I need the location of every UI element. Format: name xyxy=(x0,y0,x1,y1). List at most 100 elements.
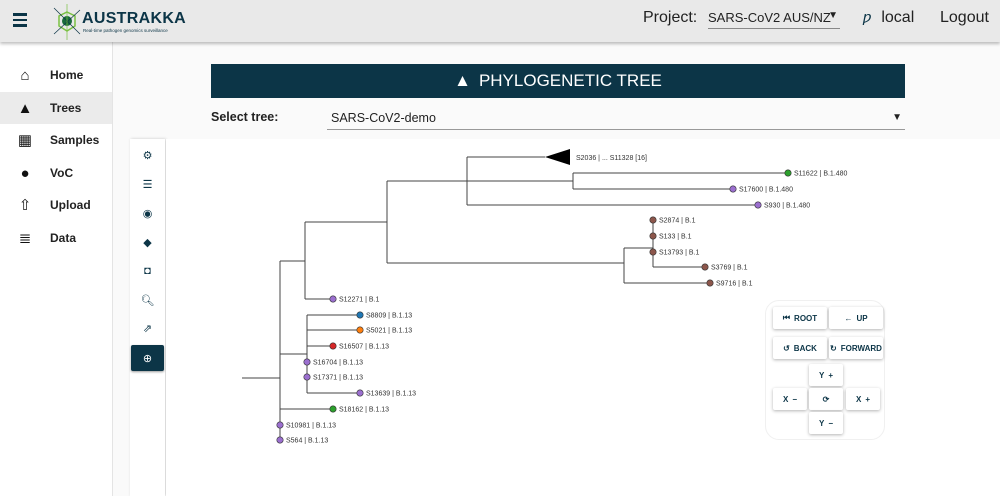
tree-toolbar: ⚙ ☰ ◉ ◆ ◘ 🔍︎ ⇗ ⊕ xyxy=(130,139,165,496)
nav-label: Samples xyxy=(50,133,100,147)
y-plus-button[interactable]: Y+ xyxy=(809,364,843,386)
project-label: Project: xyxy=(643,9,698,26)
root-label: ROOT xyxy=(794,313,818,323)
nav-label: Home xyxy=(50,68,84,82)
exclamation-icon: ● xyxy=(20,164,30,182)
leaf-label: S8809 | B.1.13 xyxy=(366,313,412,320)
up-label: UP xyxy=(856,313,868,323)
leaf-node xyxy=(329,295,337,303)
share-icon[interactable]: ◘ xyxy=(144,265,151,277)
page-title: ▲PHYLOGENETIC TREE xyxy=(211,64,905,98)
leaf-label: S16507 | B.1.13 xyxy=(339,344,389,351)
settings-icon[interactable]: ⚙ xyxy=(142,149,153,162)
forward-label: FORWARD xyxy=(840,343,882,353)
select-tree-label: Select tree: xyxy=(211,110,279,124)
sidebar-item-voc[interactable]: ● VoC xyxy=(0,157,112,189)
select-tree-value: SARS-CoV2-demo xyxy=(331,111,436,125)
collapsed-clade-triangle xyxy=(545,149,570,165)
sidebar: ⌂ Home ▲ Trees ▦ Samples ● VoC ⇧ Upload ≣ Data xyxy=(0,42,113,496)
project-select[interactable]: SARS-CoV2 AUS/NZ▼ xyxy=(708,8,840,29)
leaf-label: S5021 | B.1.13 xyxy=(366,328,412,335)
back-button[interactable]: ↺BACK xyxy=(773,337,827,359)
leaf-node xyxy=(701,263,709,271)
up-button[interactable]: ←UP xyxy=(829,307,883,329)
leaf-label: S133 | B.1 xyxy=(659,234,692,241)
leaf-label: S11622 | B.1.480 xyxy=(794,171,848,178)
logo-tagline: Real-time pathogen genomics surveillance xyxy=(83,28,168,33)
tree-icon: ▲ xyxy=(454,71,471,90)
reset-button[interactable]: ⟳ xyxy=(809,388,843,410)
leaf-node xyxy=(784,169,792,177)
logout-button[interactable]: Logout xyxy=(940,9,989,26)
leaf-node xyxy=(649,216,657,224)
x-minus-button[interactable]: X− xyxy=(773,388,807,410)
table-icon: ▦ xyxy=(17,132,33,149)
leaf-label: S17371 | B.1.13 xyxy=(313,375,363,382)
leaf-label: S3769 | B.1 xyxy=(711,265,748,272)
tree-icon: ▲ xyxy=(17,99,33,117)
leaf-node xyxy=(649,248,657,256)
austrakka-logo[interactable]: AUSTRAKKA Real-time pathogen genomics su… xyxy=(52,4,186,40)
leaf-label: S10981 | B.1.13 xyxy=(286,423,336,430)
sidebar-item-data[interactable]: ≣ Data xyxy=(0,222,112,254)
x-label: X xyxy=(855,394,862,404)
select-tree-dropdown[interactable]: SARS-CoV2-demo ▼ xyxy=(327,108,905,130)
leaf-node xyxy=(276,436,284,444)
collapsed-clade-label: S2036 | ... S11328 [16] xyxy=(576,155,647,162)
menu-icon[interactable] xyxy=(13,13,27,27)
dropdown-arrow-icon: ▼ xyxy=(892,112,902,123)
logo-text: AUSTRAKKA xyxy=(82,10,187,27)
leaf-node xyxy=(356,311,364,319)
nav-label: Trees xyxy=(50,101,82,115)
leaf-label: S13639 | B.1.13 xyxy=(366,391,416,398)
top-bar: AUSTRAKKA Real-time pathogen genomics su… xyxy=(0,0,1000,42)
phylogenetic-tree[interactable]: S2036 | ... S11328 [16] S11622 | B.1.480S… xyxy=(166,139,1000,496)
database-icon: ≣ xyxy=(18,230,32,247)
forward-button[interactable]: ↻FORWARD xyxy=(829,337,883,359)
tags-icon[interactable]: ◆ xyxy=(143,236,152,249)
leaf-node xyxy=(706,279,714,287)
leaf-node xyxy=(754,201,762,209)
sidebar-item-upload[interactable]: ⇧ Upload xyxy=(0,189,112,221)
leaf-node xyxy=(356,389,364,397)
zoom-icon[interactable]: ⊕ xyxy=(131,345,164,371)
leaf-label: S12271 | B.1 xyxy=(339,297,379,304)
upload-icon: ⇧ xyxy=(18,197,32,214)
sidebar-item-home[interactable]: ⌂ Home xyxy=(0,59,112,91)
root-button[interactable]: ⏮ROOT xyxy=(773,307,827,329)
sliders-icon[interactable]: ☰ xyxy=(142,178,153,191)
minus-icon: − xyxy=(828,418,833,428)
rewind-icon: ⏮ xyxy=(782,313,791,322)
leaf-node xyxy=(303,358,311,366)
y-label: Y xyxy=(818,370,825,380)
leaf-node xyxy=(329,342,337,350)
leaf-label: S18162 | B.1.13 xyxy=(339,407,389,414)
nav-label: Upload xyxy=(50,198,91,212)
back-label: BACK xyxy=(793,343,817,353)
minus-icon: − xyxy=(792,394,797,404)
leaf-label: S9716 | B.1 xyxy=(716,281,753,288)
arrow-left-icon: ← xyxy=(844,313,853,323)
home-icon: ⌂ xyxy=(20,66,30,84)
leaf-node xyxy=(356,326,364,334)
export-icon[interactable]: ⇗ xyxy=(142,322,153,335)
leaf-node xyxy=(276,421,284,429)
x-plus-button[interactable]: X+ xyxy=(846,388,880,410)
nav-label: VoC xyxy=(50,166,74,180)
sidebar-item-trees[interactable]: ▲ Trees xyxy=(0,92,112,124)
leaf-node xyxy=(329,405,337,413)
search-icon[interactable]: 🔍︎ xyxy=(140,294,155,307)
y-label: Y xyxy=(818,418,825,428)
project-value: SARS-CoV2 AUS/NZ xyxy=(708,10,831,25)
y-minus-button[interactable]: Y− xyxy=(809,412,843,434)
leaf-label: S564 | B.1.13 xyxy=(286,438,328,445)
sidebar-item-samples[interactable]: ▦ Samples xyxy=(0,124,112,156)
leaf-node xyxy=(303,373,311,381)
leaf-label: S16704 | B.1.13 xyxy=(313,360,363,367)
x-label: X xyxy=(782,394,789,404)
leaf-node xyxy=(729,185,737,193)
plus-icon: + xyxy=(828,370,833,380)
nav-label: Data xyxy=(50,231,77,245)
eye-icon[interactable]: ◉ xyxy=(142,207,153,220)
